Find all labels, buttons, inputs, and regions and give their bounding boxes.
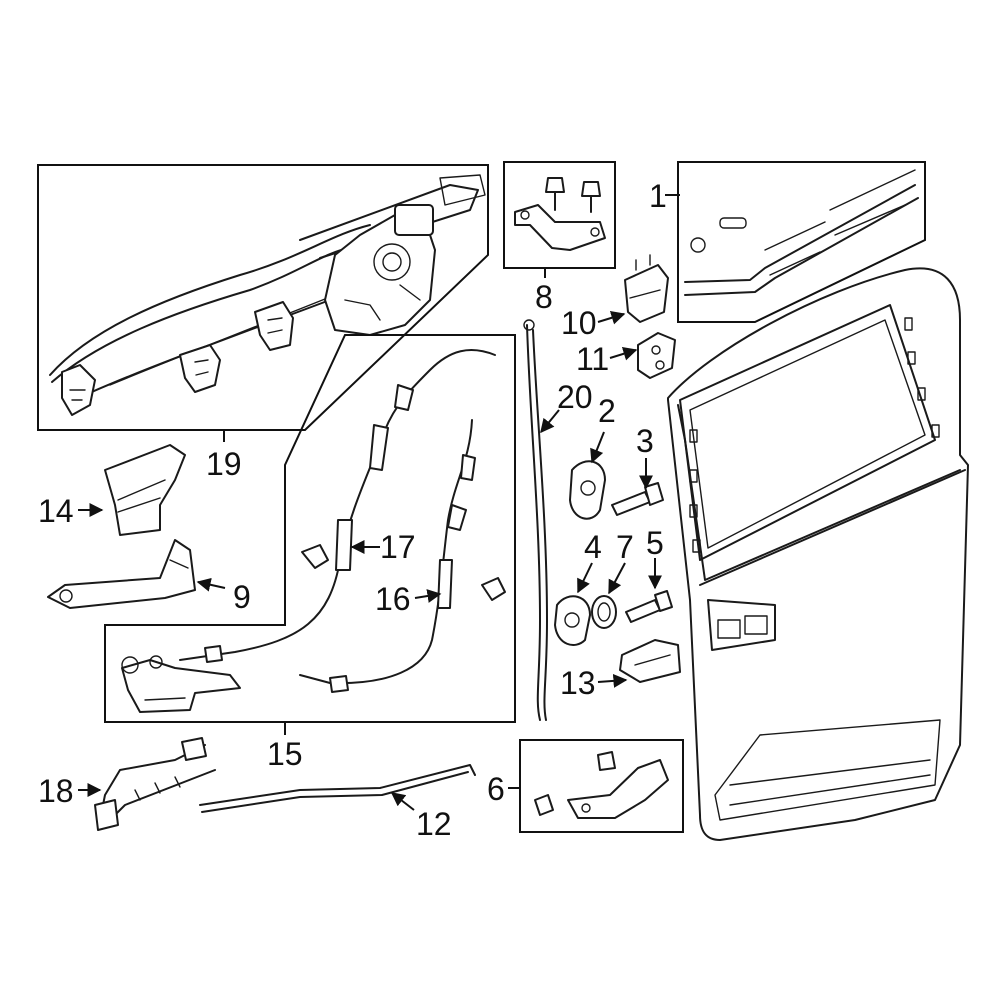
lower-hinge-assembly — [534, 751, 669, 819]
part-10-guide-block — [624, 254, 669, 323]
part-5-bolt — [625, 590, 673, 623]
callout-2: 2 — [598, 393, 616, 429]
clip-right — [481, 577, 506, 601]
sliding-door-shell — [667, 267, 969, 841]
callout-19: 19 — [206, 446, 242, 482]
part-18-wire-harness — [94, 737, 216, 831]
sliding-door-motor-cable-assembly — [49, 174, 486, 416]
part-9-lower-arm — [47, 539, 196, 609]
callout-17: 17 — [380, 529, 416, 565]
callout-4: 4 — [584, 529, 602, 565]
callout-12: 12 — [416, 806, 452, 842]
part-3-bolt — [611, 482, 664, 516]
callout-6: 6 — [487, 771, 505, 807]
clip-left — [301, 544, 329, 569]
group-box-15 — [104, 334, 516, 723]
callout-labels: 1 2 3 4 5 6 7 8 9 10 11 12 13 14 15 16 1… — [38, 178, 667, 842]
part-17-cable — [179, 349, 496, 663]
upper-hinge-assembly — [514, 177, 606, 251]
callout-8: 8 — [535, 279, 553, 315]
part-11-bracket — [637, 332, 676, 379]
callout-5: 5 — [646, 525, 664, 561]
part-20-rod — [523, 319, 548, 721]
part-4-striker-plate — [554, 595, 591, 646]
callout-16: 16 — [375, 581, 411, 617]
group-box-1 — [677, 161, 926, 323]
callout-18: 18 — [38, 773, 74, 809]
part-2-striker-plate — [569, 460, 606, 520]
part-13-bracket — [619, 639, 681, 683]
callout-14: 14 — [38, 493, 74, 529]
group-box-8 — [503, 161, 616, 269]
callout-9: 9 — [233, 579, 251, 615]
inside-handle-bracket — [121, 655, 241, 713]
part-7-washer — [591, 595, 617, 629]
callout-20: 20 — [557, 379, 593, 415]
callout-15: 15 — [267, 736, 303, 772]
group-box-19 — [37, 164, 489, 431]
callout-1: 1 — [649, 178, 667, 214]
group-box-6 — [519, 739, 684, 833]
weatherstrip-channel-parts — [684, 169, 919, 296]
part-12-long-rod — [199, 764, 476, 813]
leader-lines — [78, 194, 680, 811]
callout-3: 3 — [636, 423, 654, 459]
part-14-handle-base — [104, 444, 186, 536]
callout-7: 7 — [616, 529, 634, 565]
callout-13: 13 — [560, 665, 596, 701]
callout-10: 10 — [561, 305, 597, 341]
callout-11: 11 — [576, 341, 609, 377]
